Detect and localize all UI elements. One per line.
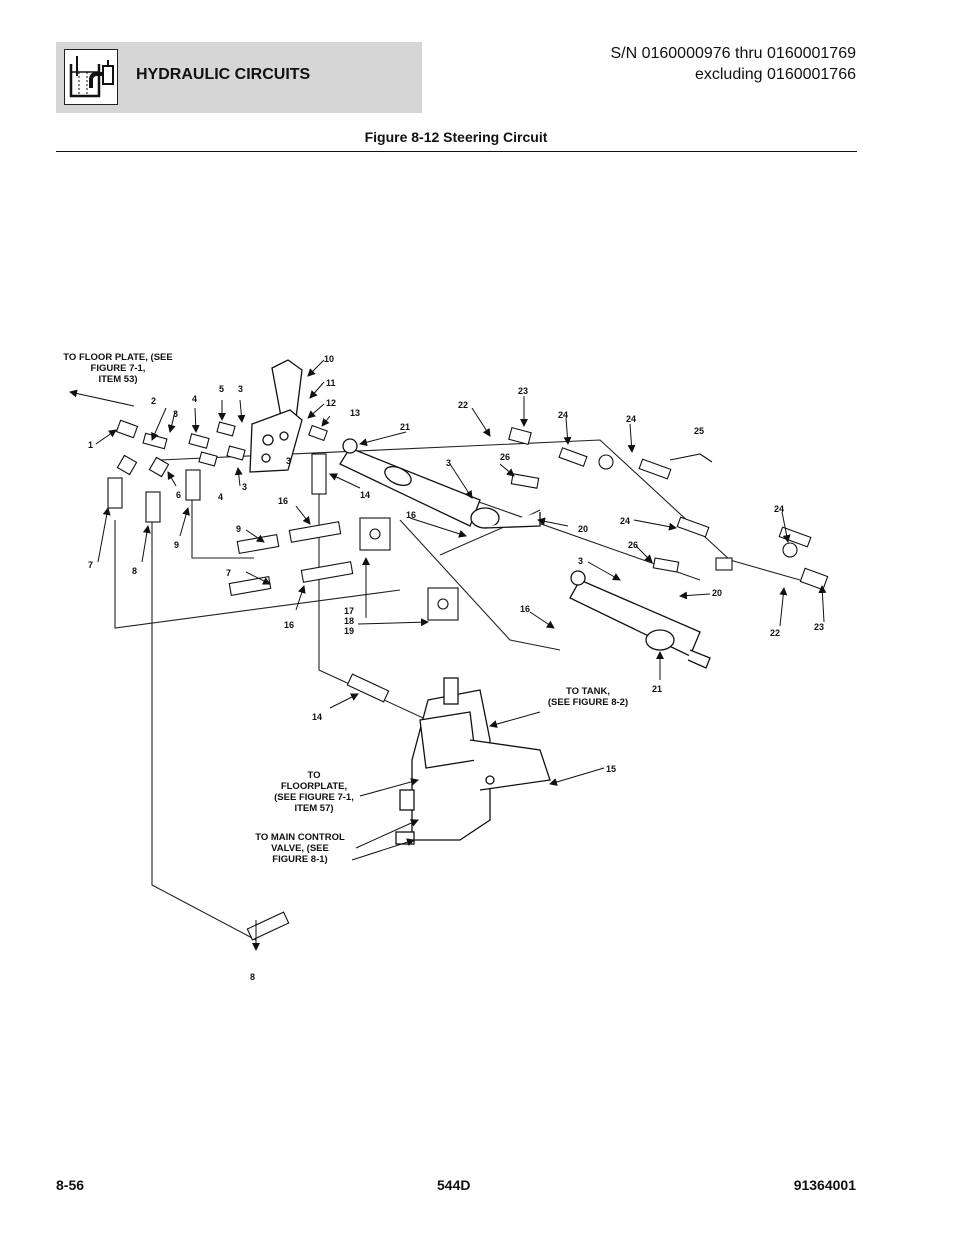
callout-16-b: 16	[284, 620, 294, 630]
callout-16-d: 16	[520, 604, 530, 614]
callout-24-a: 24	[558, 410, 568, 420]
callout-13: 13	[350, 408, 360, 418]
figure-title: Figure 8-12 Steering Circuit	[364, 129, 548, 145]
callout-3-f: 3	[578, 556, 583, 566]
note-tank-l2: (SEE FIGURE 8-2)	[548, 697, 628, 708]
callout-14-a: 14	[360, 490, 370, 500]
priority-valve	[395, 677, 551, 845]
note-main-control-l1: TO MAIN CONTROL	[255, 832, 345, 843]
note-floor-plate-53-l1: TO FLOOR PLATE, (SEE	[63, 352, 172, 363]
note-floorplate-57-l3: (SEE FIGURE 7-1,	[274, 792, 354, 803]
note-main-control-l3: FIGURE 8-1)	[272, 854, 327, 865]
callout-14-b: 14	[312, 712, 322, 722]
callout-8-a: 8	[132, 566, 137, 576]
callout-9-b: 9	[174, 540, 179, 550]
callout-10: 10	[324, 354, 334, 364]
header-divider	[56, 151, 857, 152]
model-number: 544D	[437, 1177, 471, 1193]
callout-18: 18	[344, 616, 354, 626]
callout-26-a: 26	[500, 452, 510, 462]
serial-line-1: S/N 0160000976 thru 0160001769	[610, 45, 856, 62]
page-number: 8-56	[56, 1177, 85, 1193]
callout-23-a: 23	[518, 386, 528, 396]
callout-25: 25	[694, 426, 704, 436]
callout-7-a: 7	[88, 560, 93, 570]
callout-3-a: 3	[238, 384, 243, 394]
callout-26-b: 26	[628, 540, 638, 550]
bottom-fittings	[246, 673, 390, 941]
callout-20-b: 20	[712, 588, 722, 598]
callout-21-a: 21	[400, 422, 410, 432]
callout-20-a: 20	[578, 524, 588, 534]
callout-3-d: 3	[242, 482, 247, 492]
callout-16-c: 16	[406, 510, 416, 520]
callout-3-b: 3	[173, 409, 178, 419]
note-floor-plate-53-l2: FIGURE 7-1,	[91, 363, 146, 374]
section-title: HYDRAULIC CIRCUITS	[136, 66, 311, 83]
serial-line-2: excluding 0160001766	[694, 66, 856, 83]
callout-1: 1	[88, 440, 93, 450]
right-fittings	[508, 426, 829, 591]
note-floorplate-57-l1: TO	[307, 770, 320, 781]
callout-4-a: 4	[192, 394, 197, 404]
callout-19: 19	[344, 626, 354, 636]
section-header: HYDRAULIC CIRCUITS	[56, 42, 422, 113]
leader-arrows	[69, 359, 827, 951]
hose-clamps	[359, 517, 459, 621]
fittings-row	[107, 419, 354, 597]
steering-valve-block	[249, 359, 303, 473]
steering-circuit-diagram: 10 11 12 13 5 3 2 3 4 1 3 3 4 6 9 7 8 14…	[63, 352, 829, 982]
callout-9-a: 9	[236, 524, 241, 534]
steering-cylinder-lower	[569, 570, 711, 669]
callout-24-b: 24	[626, 414, 636, 424]
callout-8-b: 8	[250, 972, 255, 982]
note-floor-plate-53-l3: ITEM 53)	[98, 374, 137, 385]
steering-cylinder-upper	[339, 438, 541, 529]
note-main-control-l2: VALVE, (SEE	[271, 843, 329, 854]
callout-22-a: 22	[458, 400, 468, 410]
note-floorplate-57-l4: ITEM 57)	[294, 803, 333, 814]
callout-6: 6	[176, 490, 181, 500]
callout-17: 17	[344, 606, 354, 616]
hydraulic-reservoir-icon	[64, 49, 118, 105]
note-floorplate-57-l2: FLOORPLATE,	[281, 781, 347, 792]
callout-15: 15	[606, 764, 616, 774]
callout-24-c: 24	[620, 516, 630, 526]
callout-2: 2	[151, 396, 156, 406]
callout-23-b: 23	[814, 622, 824, 632]
note-tank-l1: TO TANK,	[566, 686, 610, 697]
callout-24-d: 24	[774, 504, 784, 514]
callout-7-b: 7	[226, 568, 231, 578]
callout-12: 12	[326, 398, 336, 408]
callout-11: 11	[326, 378, 336, 388]
callout-22-b: 22	[770, 628, 780, 638]
callout-5: 5	[219, 384, 224, 394]
callout-3-c: 3	[286, 456, 291, 466]
callout-4-b: 4	[218, 492, 223, 502]
serial-range: S/N 0160000976 thru 0160001769 excluding…	[610, 43, 856, 85]
callout-3-e: 3	[446, 458, 451, 468]
callout-21-b: 21	[652, 684, 662, 694]
callout-16-a: 16	[278, 496, 288, 506]
document-number: 91364001	[793, 1177, 856, 1193]
